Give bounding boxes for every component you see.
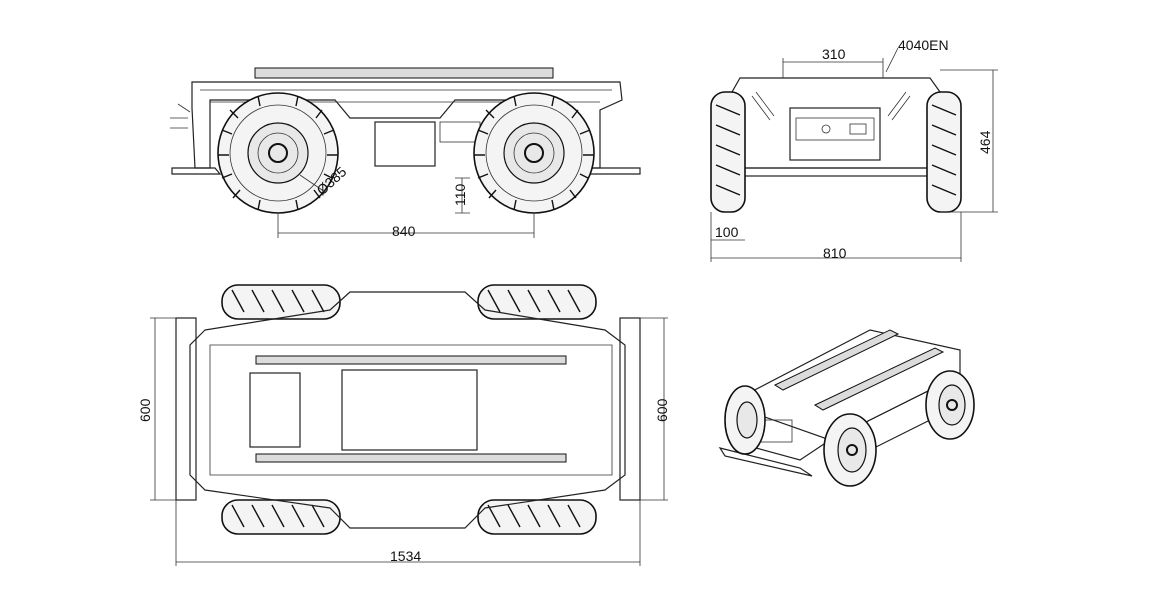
front-wheel-left [710, 91, 746, 213]
dim-offset-lines [710, 212, 745, 262]
dim-mount-lines [782, 58, 884, 78]
side-top-rail [254, 67, 554, 79]
side-handle [170, 103, 191, 129]
dim-diameter-leader [299, 174, 326, 193]
profile-label: 4040EN [898, 37, 949, 53]
side-skid-right [584, 167, 641, 175]
front-body [731, 77, 941, 169]
iso-wheel-front-left [724, 385, 766, 455]
iso-wheel-rear-right [925, 370, 975, 440]
isometric-view [718, 329, 975, 487]
dim-clearance: 110 [452, 183, 468, 206]
side-skid-left [171, 167, 222, 175]
dim-length-lines [175, 500, 641, 566]
top-wheel-rl [221, 499, 341, 535]
iso-rail-2 [813, 347, 945, 411]
top-wheel-fl [221, 284, 341, 320]
dim-wheelbase: 840 [392, 223, 416, 239]
front-skid [741, 167, 939, 177]
top-rail-lower [255, 453, 567, 463]
dim-clearance-lines [455, 177, 470, 214]
dim-overall-length: 1534 [390, 548, 421, 564]
top-panel-small [249, 372, 301, 448]
side-view: 840 110 Ø385 [170, 67, 641, 239]
top-bumper-left [175, 317, 197, 501]
dim-mount-width: 310 [822, 46, 846, 62]
top-panel-large [341, 369, 478, 451]
front-view: 310 4040EN 464 100 810 [710, 37, 998, 262]
front-treads [715, 104, 957, 196]
front-suspension [751, 91, 911, 121]
side-center-box [374, 121, 436, 167]
dim-width-lines [711, 212, 962, 262]
dim-left-lines [150, 317, 176, 501]
iso-wheel-front-right [823, 413, 877, 487]
front-button-1 [821, 124, 831, 134]
front-port [849, 123, 867, 135]
dim-right-lines [640, 317, 668, 501]
top-rail-upper [255, 355, 567, 365]
dim-width-left: 600 [137, 398, 153, 422]
dim-width-right: 600 [654, 398, 670, 422]
side-wheel-left [217, 92, 339, 214]
top-view: 600 600 1534 [137, 284, 670, 566]
iso-skid [718, 447, 813, 477]
front-panel [789, 107, 881, 161]
top-chassis [189, 291, 626, 529]
dim-wheelbase-lines [277, 213, 535, 238]
top-treads [231, 289, 581, 528]
side-wheel-right [473, 92, 595, 214]
dim-height-lines [940, 69, 998, 213]
top-wheel-fr [477, 284, 597, 320]
dim-offset: 100 [715, 224, 739, 240]
dim-overall-width: 810 [823, 245, 847, 261]
iso-rail-1 [773, 329, 900, 391]
top-bumper-right [619, 317, 641, 501]
profile-leader [885, 47, 899, 73]
front-panel-inner [795, 117, 875, 141]
top-wheel-rr [477, 499, 597, 535]
dim-height: 464 [977, 130, 993, 154]
top-deck [209, 344, 613, 476]
side-center-box-2 [439, 121, 481, 143]
